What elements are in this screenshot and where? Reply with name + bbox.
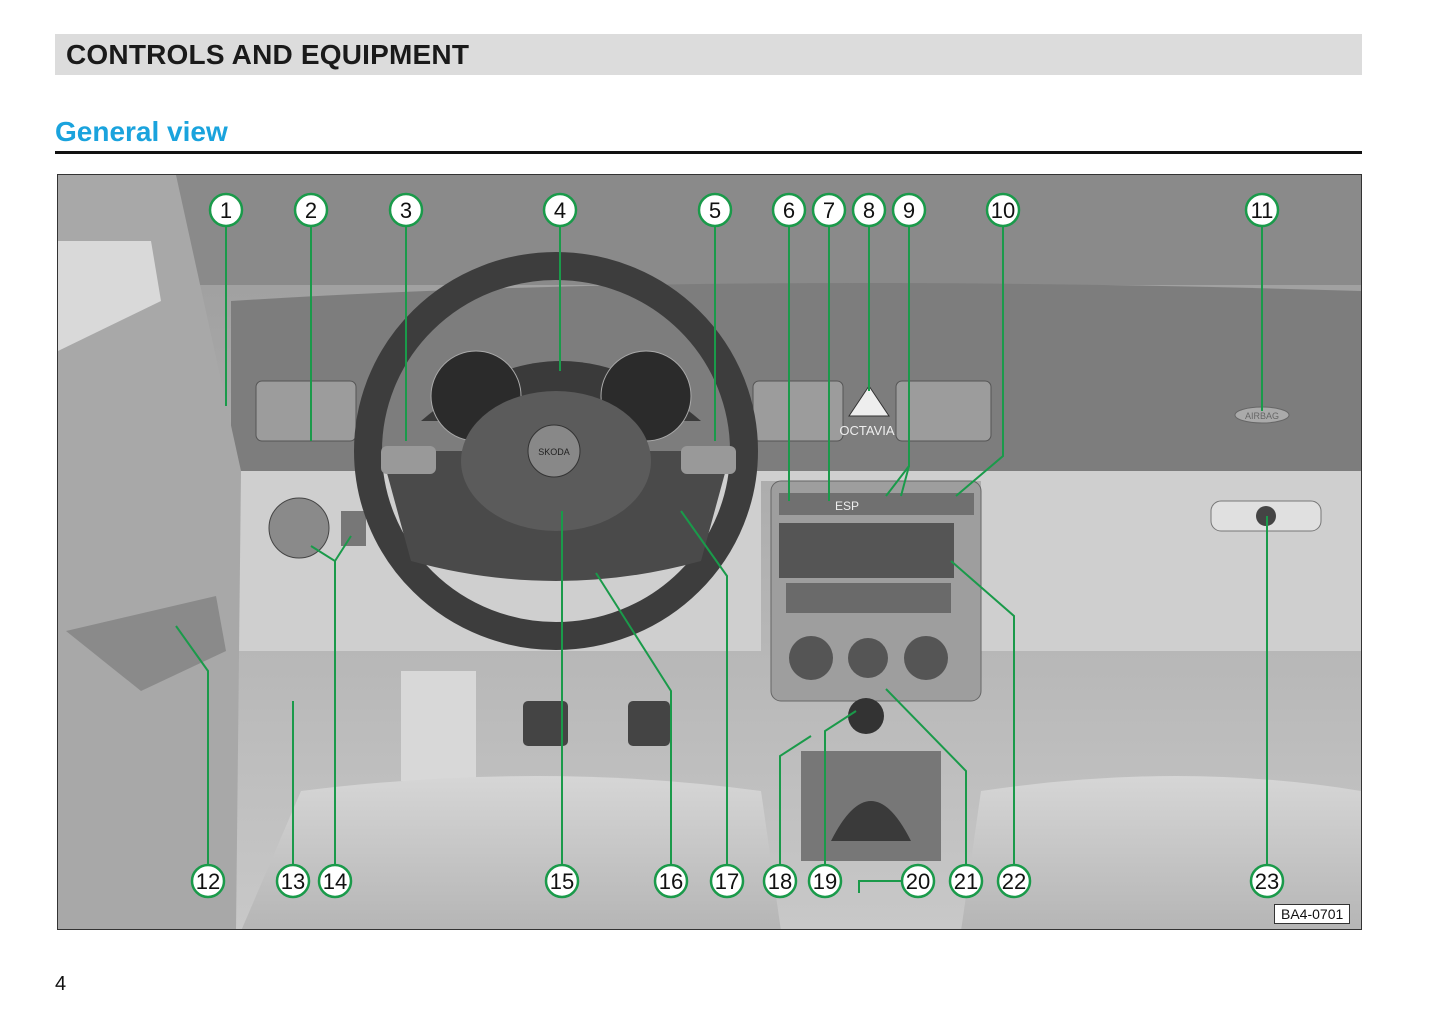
callout-number: 4 [554,198,566,223]
section-title: CONTROLS AND EQUIPMENT [66,39,470,70]
callout-leader-line [900,227,910,497]
callout-marker [948,863,984,899]
callout-marker [388,192,424,228]
callout-number: 16 [659,869,683,894]
window-switch-panel [66,596,226,691]
callout-leader-line [680,510,728,864]
callout-marker [771,192,807,228]
brand-emblem: SKODA [538,447,570,457]
callout-leader-line [175,625,209,864]
dashboard-top [231,283,1361,471]
callout-marker [807,863,843,899]
callout-leader-line [858,880,901,893]
figure-code: BA4-0701 [1274,904,1351,924]
callout-marker [811,192,847,228]
callout-number: 8 [863,198,875,223]
callout-number: 23 [1255,869,1279,894]
callout-leader-line [824,710,857,864]
callout-marker [891,192,927,228]
callout-number: 14 [323,869,347,894]
callout-leader-line [595,572,672,864]
callout-leader-line [334,535,352,864]
callout-number: 21 [954,869,978,894]
title-divider [55,151,1362,154]
callout-number: 3 [400,198,412,223]
callout-number: 11 [1251,198,1274,223]
callout-marker [544,863,580,899]
car-interior-drawing: OCTAVIA ESP AIRBAG [58,175,1361,929]
passenger-airbag-label: AIRBAG [1245,411,1279,421]
page-title: General view [55,116,228,147]
callout-marker [275,863,311,899]
callout-number: 2 [305,198,317,223]
callout-number: 22 [1002,869,1026,894]
callout-number: 19 [813,869,837,894]
callout-number: 18 [768,869,792,894]
callout-leader-line [950,560,1015,864]
callout-number: 9 [903,198,915,223]
callout-number: 7 [823,198,835,223]
callout-number: 1 [220,198,232,223]
callout-marker [996,863,1032,899]
section-header-bar: CONTROLS AND EQUIPMENT [55,34,1362,75]
model-badge: OCTAVIA [839,423,894,438]
callout-leader-line [779,735,812,864]
callout-number: 17 [715,869,739,894]
esp-button-label: ESP [835,499,859,513]
callout-number: 15 [550,869,574,894]
callout-marker [208,192,244,228]
callout-marker [293,192,329,228]
callout-number: 5 [709,198,721,223]
gear-knob [848,698,884,734]
callout-marker [190,863,226,899]
callout-leader-line [885,688,967,864]
callout-marker [542,192,578,228]
callout-number: 13 [281,869,305,894]
radio [779,523,954,578]
callout-marker [851,192,887,228]
callout-marker [697,192,733,228]
steering-wheel: SKODA [354,252,758,650]
callout-marker [653,863,689,899]
callout-marker [1249,863,1285,899]
page-number: 4 [55,973,67,995]
callout-leader-line [955,227,1004,497]
callout-marker [709,863,745,899]
callout-marker [900,863,936,899]
callout-marker [1244,192,1280,228]
callout-number: 12 [196,869,220,894]
door-panel [58,175,241,929]
callout-marker [985,192,1021,228]
callout-number: 20 [906,869,930,894]
callout-marker [762,863,798,899]
driver-seat [241,776,781,929]
callout-number: 6 [783,198,795,223]
callout-number: 10 [991,198,1015,223]
callout-marker [317,863,353,899]
dashboard-illustration: OCTAVIA ESP AIRBAG [57,174,1362,930]
